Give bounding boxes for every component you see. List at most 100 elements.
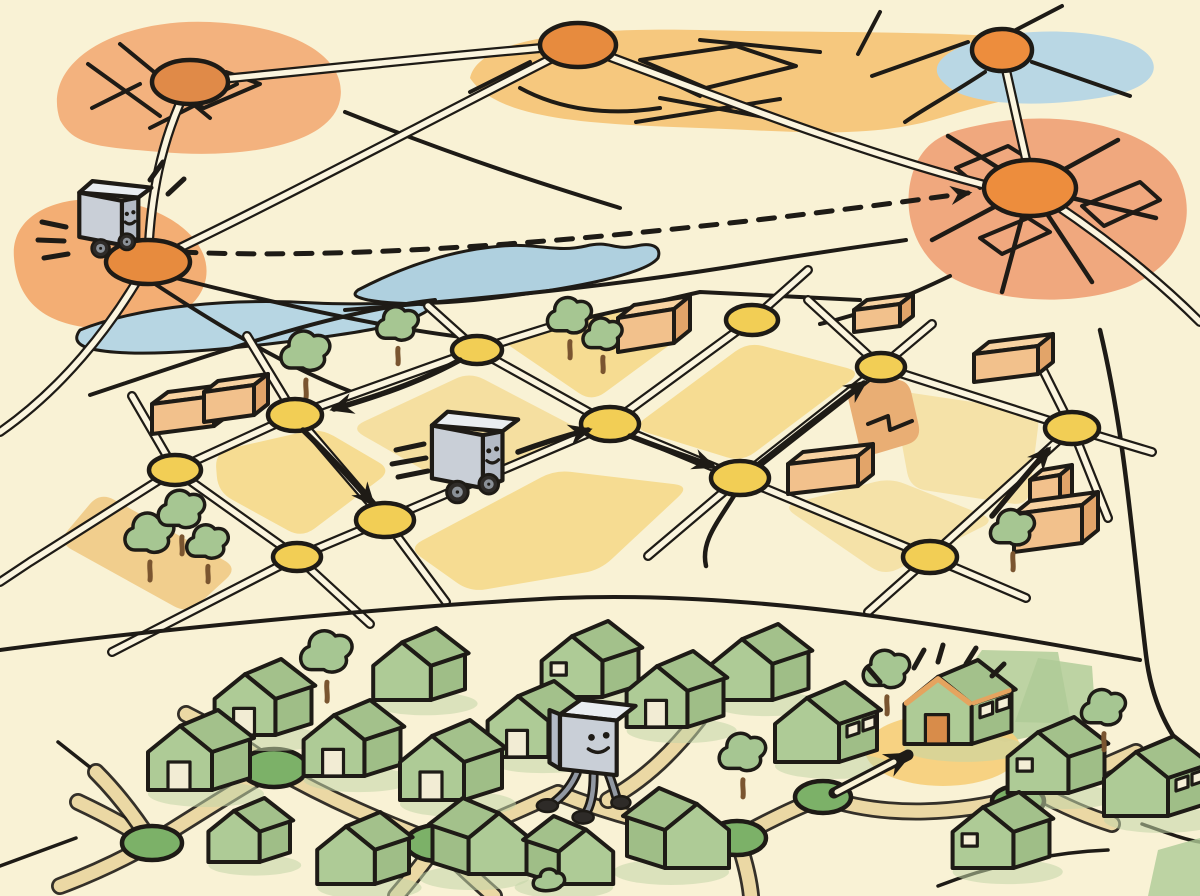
house <box>400 720 516 817</box>
tree <box>158 490 204 554</box>
map-line <box>903 70 987 124</box>
map-line <box>90 82 142 110</box>
tree <box>301 631 352 701</box>
house <box>953 792 1063 885</box>
city-block <box>894 392 1039 504</box>
block-detail <box>866 414 914 432</box>
map-line <box>1010 4 1064 34</box>
tree <box>990 510 1034 570</box>
street-node <box>578 404 642 444</box>
city-block <box>63 496 232 610</box>
house <box>627 651 737 744</box>
speed-lines <box>389 441 431 480</box>
house <box>208 798 302 876</box>
route-arrow <box>515 424 593 455</box>
hub-detail <box>1080 180 1162 228</box>
house <box>1008 717 1118 810</box>
house <box>712 624 822 717</box>
map-line <box>856 10 882 56</box>
house <box>304 700 414 793</box>
tree <box>377 307 419 364</box>
street-node <box>708 458 772 498</box>
tree <box>547 298 591 358</box>
map-line <box>634 97 782 124</box>
highway-node-start <box>103 237 193 287</box>
highway-edge <box>0 259 151 435</box>
route-arrow <box>989 446 1052 519</box>
street-layer <box>0 265 1157 662</box>
highway-edge <box>575 42 988 188</box>
courier-robot-walking <box>535 700 636 825</box>
tree <box>187 525 229 582</box>
route-arrow <box>627 433 717 470</box>
speed-lines <box>35 159 187 261</box>
home-node <box>119 823 185 863</box>
bush <box>533 869 564 891</box>
city-block <box>216 430 386 534</box>
highway-node <box>969 26 1035 74</box>
house-silhouette <box>1148 838 1200 896</box>
city-building <box>972 332 1055 384</box>
house <box>613 788 729 885</box>
street-node <box>854 350 908 384</box>
hub-detail <box>978 216 1052 256</box>
map-line <box>468 60 532 94</box>
map-line <box>343 238 908 312</box>
map-line <box>698 38 822 54</box>
house <box>419 798 529 891</box>
map-line <box>518 86 662 114</box>
route-arrow <box>329 357 463 414</box>
city-building <box>1012 490 1100 554</box>
map-line <box>343 110 622 210</box>
destination-sparkles <box>865 642 1007 685</box>
route-arrow <box>300 427 376 507</box>
highway-edge <box>187 42 581 85</box>
house-silhouette <box>1015 658 1096 724</box>
descent-line <box>150 280 354 394</box>
street-node <box>723 302 781 338</box>
house <box>1104 736 1200 833</box>
street-node <box>270 540 324 574</box>
street-node <box>265 396 325 434</box>
courier-robot-street <box>432 412 518 505</box>
street-node <box>353 500 417 540</box>
neighborhood-layer <box>0 621 1200 896</box>
house <box>317 812 422 896</box>
street-node <box>146 452 204 488</box>
hub-to-city-line <box>1097 327 1200 771</box>
highway-hub-node <box>981 157 1079 219</box>
street-node <box>1042 409 1102 447</box>
city-building <box>616 294 692 354</box>
tree <box>719 733 765 797</box>
highway-layer <box>0 4 1200 771</box>
map-line <box>870 40 970 78</box>
city-building <box>202 372 270 424</box>
house <box>373 628 478 716</box>
highway-node <box>537 20 619 70</box>
map-line <box>638 44 798 90</box>
route-arrow <box>756 380 868 467</box>
street-node <box>449 333 505 367</box>
street-node <box>900 538 960 576</box>
map-line <box>1030 60 1132 98</box>
street <box>805 297 1155 455</box>
city-block <box>638 344 855 459</box>
city-block <box>789 480 989 573</box>
house <box>148 710 264 807</box>
region-blob-top-center <box>470 29 1096 133</box>
tree <box>1081 690 1125 750</box>
stray-line <box>0 836 78 868</box>
destination-arrow <box>834 759 897 795</box>
section-boundary-line <box>0 594 1142 662</box>
tree <box>281 331 330 398</box>
city-block <box>414 471 684 590</box>
city-building <box>786 442 875 496</box>
city-building <box>852 292 915 334</box>
tree <box>583 318 622 372</box>
destination-house <box>904 660 1027 762</box>
highway-edge <box>162 42 581 258</box>
courier-robot-highway <box>79 181 151 259</box>
express-hop-dashed-arrow <box>177 185 973 257</box>
